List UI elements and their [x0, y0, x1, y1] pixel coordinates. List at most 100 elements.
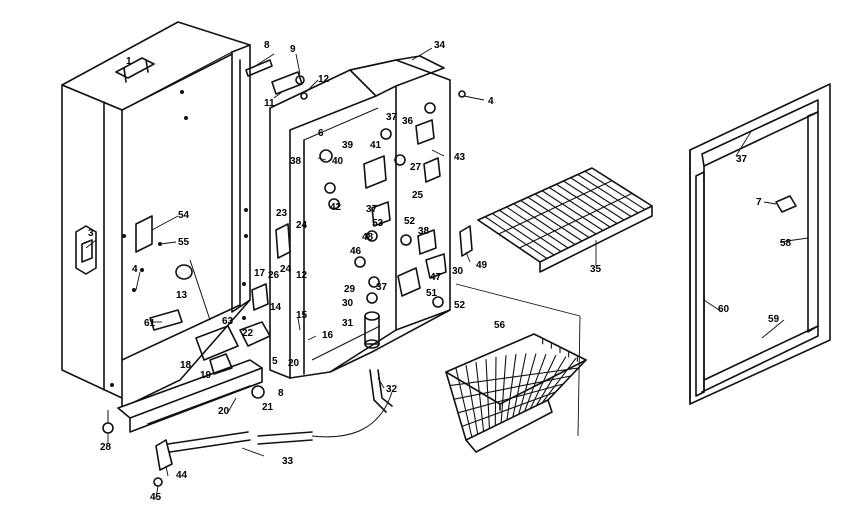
callout-23: 23 [276, 208, 288, 219]
wire [506, 206, 569, 249]
callout-37: 37 [386, 112, 398, 123]
leader-lines [85, 47, 809, 499]
callout-13: 13 [176, 290, 188, 301]
wire [527, 196, 590, 238]
callout-47: 47 [430, 272, 442, 283]
door-assembly [689, 83, 831, 405]
callout-38: 38 [290, 156, 302, 167]
callout-15: 15 [296, 310, 308, 321]
wire [498, 180, 613, 235]
callout-46: 46 [350, 246, 362, 257]
callout-29: 29 [344, 284, 356, 295]
wire [455, 368, 473, 438]
wire [534, 193, 597, 235]
callout-labels: 1 3 4 4 5 6 7 8 8 9 11 12 12 13 14 15 16… [88, 40, 792, 503]
wire [453, 375, 571, 400]
callout-22: 22 [242, 328, 254, 339]
callout-12: 12 [296, 270, 308, 281]
wire [513, 203, 576, 245]
callout-33: 33 [282, 456, 294, 467]
callout-39: 39 [342, 140, 354, 151]
callout-51: 51 [426, 288, 438, 299]
wire [465, 364, 479, 435]
callout-35: 35 [590, 264, 602, 275]
callout-42: 42 [330, 202, 342, 213]
callout-17: 17 [254, 268, 266, 279]
wire [541, 190, 604, 231]
callout-3: 3 [88, 228, 94, 239]
callout-26: 26 [268, 270, 280, 281]
callout-48: 48 [362, 232, 374, 243]
callout-1: 1 [126, 56, 132, 67]
callout-54: 54 [178, 210, 190, 221]
callout-19: 19 [200, 370, 212, 381]
callout-27: 27 [410, 162, 422, 173]
callout-52: 52 [454, 300, 466, 311]
wire [584, 170, 646, 210]
callout-55: 55 [178, 237, 190, 248]
callout-61: 61 [144, 318, 156, 329]
wire [461, 391, 556, 427]
callout-56: 56 [494, 320, 506, 331]
callout-31: 31 [342, 318, 354, 329]
wire [548, 187, 611, 228]
wire [491, 213, 555, 256]
callout-11: 11 [264, 98, 275, 109]
wire [519, 192, 633, 249]
freezer-liner [245, 55, 473, 413]
wire [485, 359, 490, 429]
callout-18: 18 [180, 360, 192, 371]
callout-24: 24 [280, 264, 292, 275]
wire [457, 383, 564, 414]
callout-20: 20 [288, 358, 300, 369]
callout-21: 21 [262, 402, 274, 413]
callout-5: 5 [272, 356, 278, 367]
callout-6: 6 [318, 128, 324, 139]
wire-shelf [477, 167, 653, 273]
wire [570, 177, 632, 217]
wire [449, 367, 579, 387]
callout-12: 12 [318, 74, 330, 85]
cabinet-outer-case [61, 21, 251, 409]
wire [556, 183, 618, 224]
callout-37: 37 [366, 204, 378, 215]
callout-7: 7 [756, 197, 762, 208]
callout-44: 44 [176, 470, 188, 481]
callout-24: 24 [296, 220, 308, 231]
callout-34: 34 [434, 40, 446, 51]
wire [520, 200, 583, 242]
callout-41: 41 [370, 140, 382, 151]
callout-30: 30 [452, 266, 464, 277]
callout-45: 45 [150, 492, 162, 503]
wire-basket [445, 333, 587, 453]
callout-9: 9 [290, 44, 296, 55]
callout-14: 14 [270, 302, 282, 313]
callout-63: 63 [222, 316, 234, 327]
callout-8: 8 [264, 40, 270, 51]
wire [475, 361, 485, 432]
callout-60: 60 [718, 304, 730, 315]
wire [535, 356, 567, 406]
callout-4: 4 [132, 264, 138, 275]
callout-4: 4 [488, 96, 494, 107]
callout-36: 36 [402, 116, 414, 127]
callout-58: 58 [780, 238, 792, 249]
callout-49: 49 [476, 260, 488, 271]
wire [563, 180, 625, 221]
callout-20: 20 [218, 406, 230, 417]
callout-37: 37 [376, 282, 388, 293]
wire [577, 174, 639, 214]
callout-52: 52 [404, 216, 416, 227]
callout-8: 8 [278, 388, 284, 399]
callout-43: 43 [454, 152, 466, 163]
callout-16: 16 [322, 330, 334, 341]
callout-38: 38 [418, 226, 430, 237]
wire [484, 216, 548, 259]
wire [499, 209, 562, 252]
callout-28: 28 [100, 442, 112, 453]
callout-59: 59 [768, 314, 780, 325]
callout-30: 30 [342, 298, 354, 309]
callout-25: 25 [412, 190, 424, 201]
callout-32: 32 [386, 384, 398, 395]
